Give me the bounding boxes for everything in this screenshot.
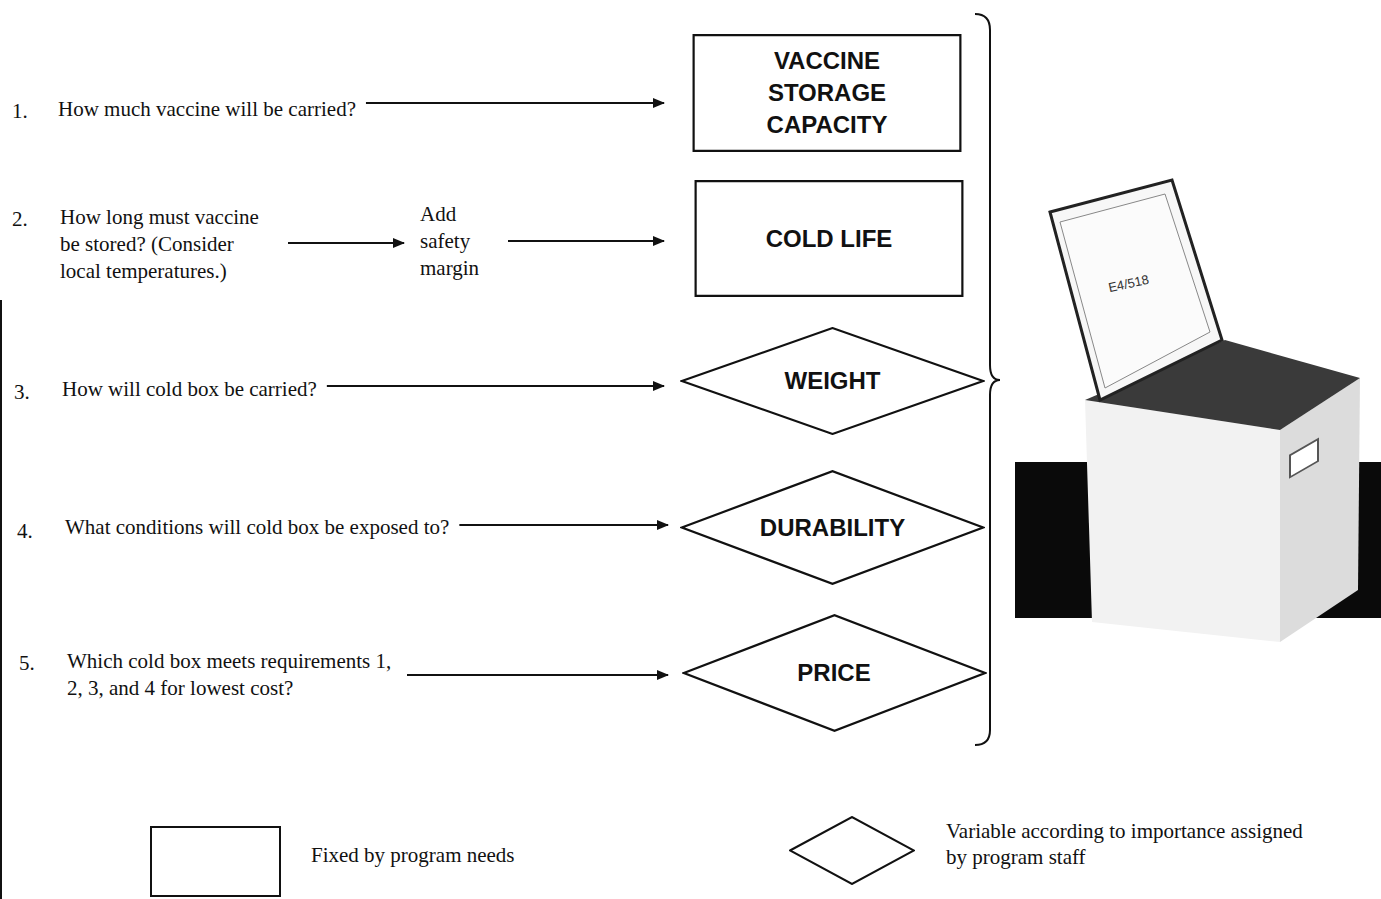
- question-text: Add safety margin: [420, 201, 498, 282]
- question-text: What conditions will cold box be exposed…: [65, 514, 449, 541]
- callout-number: 4.: [17, 518, 33, 545]
- node-label: COLD LIFE: [754, 223, 904, 255]
- callout-number: 3.: [14, 379, 30, 406]
- node-label: PRICE: [759, 657, 909, 689]
- node-label: VACCINE STORAGE CAPACITY: [752, 45, 902, 141]
- leader-arrow: [508, 240, 664, 242]
- node-label: WEIGHT: [758, 365, 908, 397]
- margin-line: [0, 300, 2, 899]
- process-box: COLD LIFE: [694, 180, 964, 297]
- node-label: DURABILITY: [758, 512, 908, 544]
- legend-text: Fixed by program needs: [311, 842, 515, 868]
- legend-text: Variable according to importance assigne…: [946, 818, 1326, 870]
- question-text: How will cold box be carried?: [62, 376, 317, 403]
- callout-number: 2.: [12, 206, 28, 233]
- question-text: How long must vaccine be stored? (Consid…: [60, 204, 278, 285]
- process-box: VACCINE STORAGE CAPACITY: [692, 34, 962, 152]
- leader-arrow: [459, 524, 668, 526]
- callout-number: 1.: [12, 98, 28, 125]
- decision-diamond: WEIGHT: [680, 327, 985, 435]
- leader-arrow: [327, 385, 664, 387]
- callout-number: 5.: [19, 650, 35, 677]
- decision-diamond: PRICE: [682, 614, 987, 732]
- question-text: Which cold box meets requirements 1, 2, …: [67, 648, 397, 702]
- question-text: How much vaccine will be carried?: [58, 96, 356, 123]
- leader-arrow: [366, 102, 664, 104]
- legend-swatch: [150, 826, 281, 897]
- leader-arrow: [407, 674, 668, 676]
- legend-swatch: [789, 816, 915, 885]
- cold-box-photo: [1015, 180, 1381, 642]
- leader-arrow: [288, 242, 404, 244]
- decision-diamond: DURABILITY: [680, 470, 985, 585]
